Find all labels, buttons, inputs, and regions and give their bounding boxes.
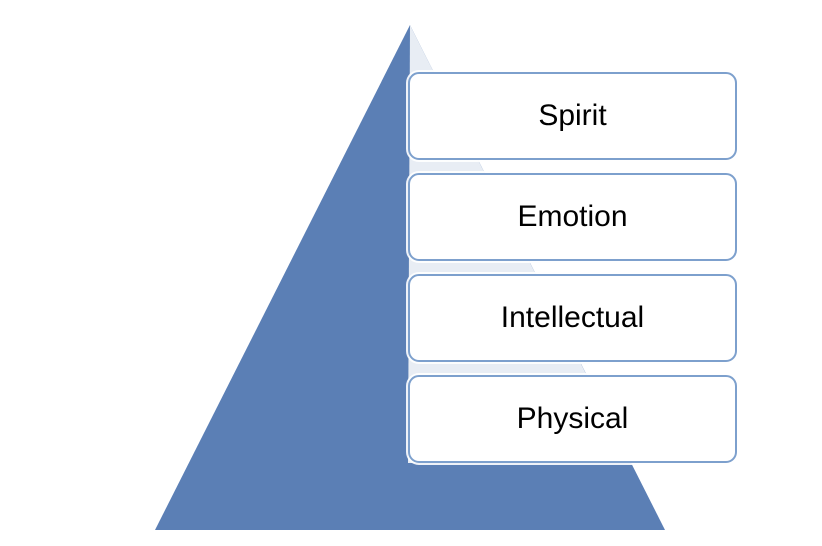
pyramid-level-spirit-label: Spirit xyxy=(538,99,607,132)
pyramid-level-emotion: Emotion xyxy=(408,173,737,261)
pyramid-level-intellectual: Intellectual xyxy=(408,274,737,362)
pyramid-level-spirit: Spirit xyxy=(408,72,737,160)
pyramid-level-emotion-label: Emotion xyxy=(517,200,628,233)
pyramid-level-intellectual-label: Intellectual xyxy=(500,301,645,334)
pyramid-level-physical: Physical xyxy=(408,375,737,463)
pyramid-level-physical-label: Physical xyxy=(516,402,629,435)
